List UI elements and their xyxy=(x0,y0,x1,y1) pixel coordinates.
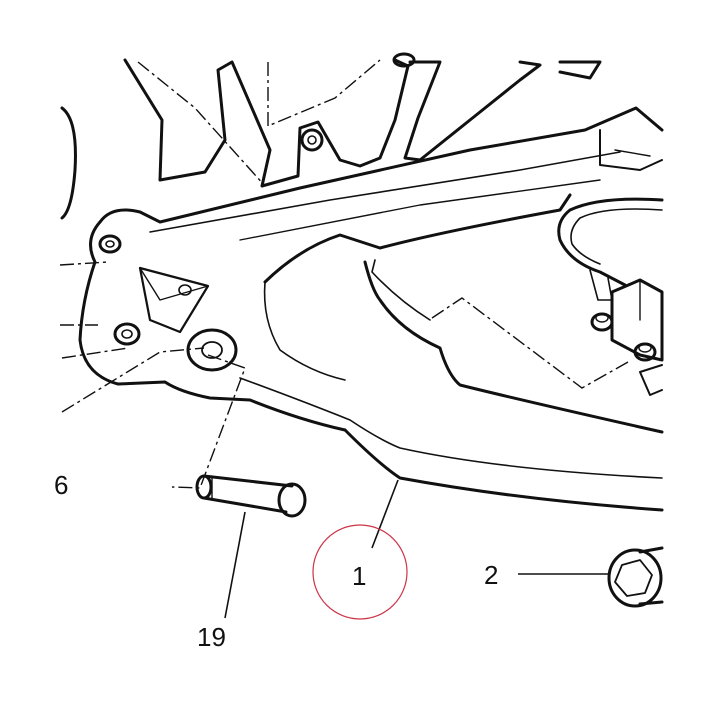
nut-part-2 xyxy=(607,546,664,608)
pivot-bosses xyxy=(98,52,416,372)
left-edge-part xyxy=(60,106,77,220)
leader-lines xyxy=(224,479,608,619)
pin-part-19 xyxy=(195,474,307,518)
cable-sensor-assembly xyxy=(557,197,664,396)
callout-6-partial: 6 xyxy=(54,470,68,500)
callout-2: 2 xyxy=(484,560,498,590)
highlight-circle xyxy=(312,524,408,620)
assembly-centerlines xyxy=(59,59,629,489)
callout-19: 19 xyxy=(197,622,226,652)
swingarm-body xyxy=(78,106,664,512)
callout-1: 1 xyxy=(352,561,366,591)
